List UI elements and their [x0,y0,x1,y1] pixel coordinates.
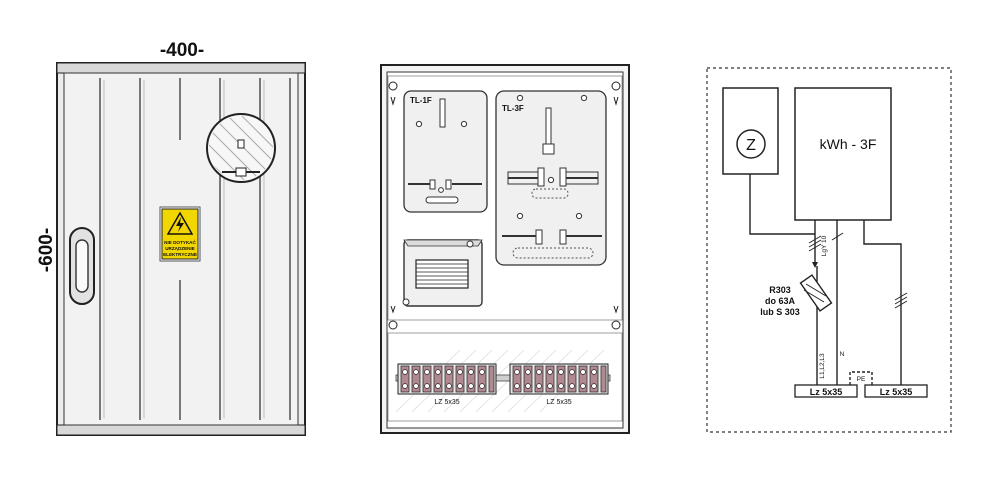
time-switch-box: Z [722,87,779,175]
single-phase-meter-board: TL-1F [403,90,488,213]
three-phase-meter-board: TL-3F [495,90,607,266]
left-terminal-label: Lz 5x35 [810,387,843,397]
fuse-label-line2: do 63A [765,296,796,306]
neutral-label: N [840,351,845,358]
right-terminal-block: Lz 5x35 [864,384,928,398]
width-dimension-label: -400- [160,40,204,61]
pe-label: PE [857,376,866,383]
three-phase-board-label: TL-3F [502,104,524,113]
right-terminal-label: Lz 5x35 [880,387,913,397]
clock-symbol [736,129,766,159]
warning-sign-line2: URZĄDZENIE [165,246,195,251]
fuse-symbol [799,274,833,312]
fuse-label-line1: R303 [769,285,791,295]
single-phase-board-label: TL-1F [410,96,432,105]
clock-symbol-label: Z [746,137,756,154]
phase-label: L1,L2,L3 [819,353,826,379]
height-dimension-label: -600- [36,228,57,272]
fuse-label-line3: lub S 303 [760,307,800,317]
warning-sign: NIE DOTYKAĆ URZĄDZENIE ELEKTRYCZNE [159,206,201,262]
left-terminal-block: Lz 5x35 [794,384,858,398]
wiring-schematic: Z kWh - 3F LgY 10 R303 [706,67,952,433]
closed-cabinet: NIE DOTYKAĆ URZĄDZENIE ELEKTRYCZNE [56,62,306,436]
circuit-breaker-box [402,239,483,307]
wire-label-top: LgY 10 [821,235,828,256]
warning-sign-line3: ELEKTRYCZNE [163,252,197,257]
meter-inspection-window [206,113,276,183]
open-cabinet: TL-1F TL-3F [380,64,630,434]
terminal-strip-left: LZ 5x35 [397,363,497,406]
warning-sign-line1: NIE DOTYKAĆ [164,238,196,245]
terminal-strip-right-label: LZ 5x35 [546,399,571,406]
energy-meter-label: kWh - 3F [820,136,877,152]
door-handle[interactable] [69,227,95,305]
schematic-border [706,67,952,433]
terminal-strip-left-label: LZ 5x35 [434,399,459,406]
energy-meter-box: kWh - 3F [794,87,892,221]
terminal-strip-right: LZ 5x35 [509,363,609,406]
